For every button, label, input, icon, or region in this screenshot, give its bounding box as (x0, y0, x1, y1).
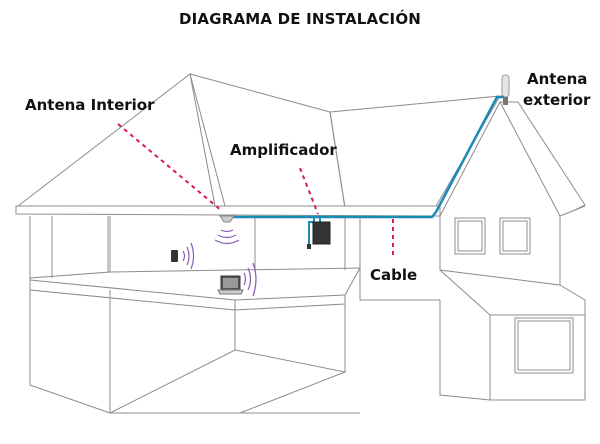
pointer-lines (117, 123, 394, 258)
cable-line (230, 95, 504, 219)
signal-waves-icon (182, 229, 257, 297)
laptop-icon (217, 275, 244, 295)
house-outline (15, 73, 586, 414)
cable-label: Cable (370, 266, 418, 284)
indoor-antenna-icon (219, 215, 235, 223)
amplifier-label: Amplificador (230, 141, 337, 159)
indoor-antenna-label: Antena Interior (25, 96, 155, 114)
outdoor-antenna-label-line2: exterior (523, 91, 591, 109)
phone-icon (171, 250, 178, 262)
diagram-title: DIAGRAMA DE INSTALACIÓN (178, 10, 422, 28)
outdoor-antenna-label-line1: Antena (527, 70, 588, 88)
outdoor-antenna-icon (501, 74, 510, 105)
amplifier-icon (307, 221, 331, 249)
amplifier-cable (308, 217, 321, 245)
pointer-amplifier (299, 167, 319, 215)
pointer-indoor-antenna (117, 123, 223, 212)
